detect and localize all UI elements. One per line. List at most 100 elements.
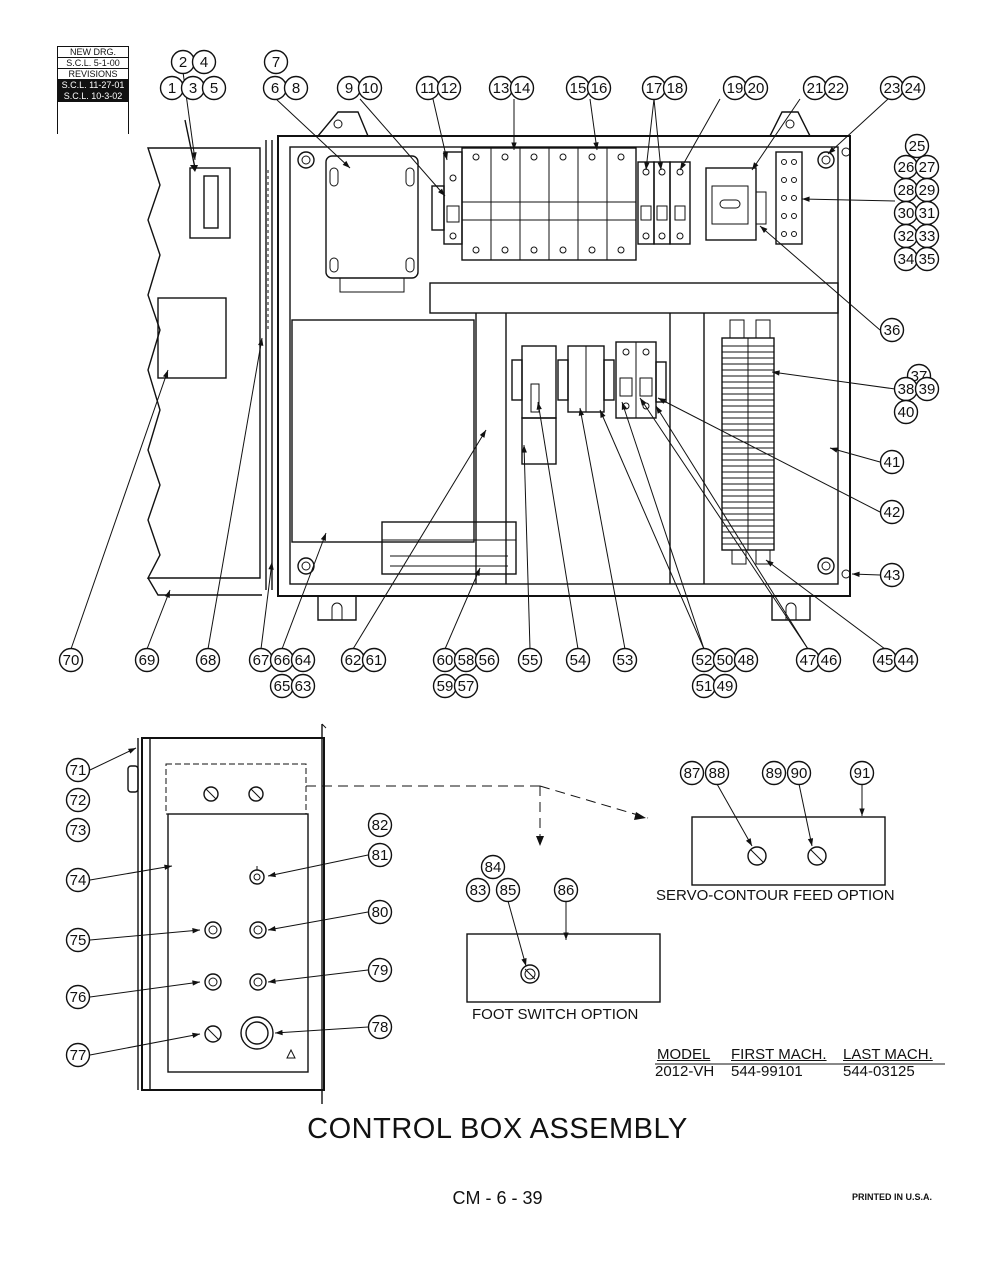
svg-text:66: 66 bbox=[274, 652, 291, 669]
leader-line bbox=[89, 981, 201, 998]
svg-text:61: 61 bbox=[366, 652, 383, 669]
leader-arrowhead bbox=[268, 926, 276, 932]
svg-text:74: 74 bbox=[70, 872, 87, 889]
callout-balloon-40: 40 bbox=[893, 399, 919, 425]
callout-balloon-32: 32 bbox=[893, 223, 919, 249]
first-mach-value: 544-99101 bbox=[731, 1063, 803, 1080]
first-mach-header: FIRST MACH. bbox=[731, 1046, 827, 1063]
svg-text:58: 58 bbox=[458, 652, 475, 669]
callout-balloon-15: 15 bbox=[565, 75, 591, 101]
callout-balloon-65: 65 bbox=[269, 673, 295, 699]
leader-line bbox=[267, 854, 369, 877]
leader-arrowhead bbox=[807, 838, 814, 846]
svg-text:28: 28 bbox=[898, 182, 915, 199]
leader-line bbox=[89, 929, 201, 941]
svg-text:7: 7 bbox=[272, 54, 280, 71]
leader-line bbox=[523, 444, 531, 650]
callout-balloon-48: 48 bbox=[733, 647, 759, 673]
callout-balloon-91: 91 bbox=[849, 760, 875, 786]
enclosure bbox=[265, 111, 851, 621]
leader-line bbox=[827, 98, 889, 155]
callout-balloon-35: 35 bbox=[914, 246, 940, 272]
svg-text:84: 84 bbox=[485, 859, 502, 876]
callout-balloon-57: 57 bbox=[453, 673, 479, 699]
svg-text:11: 11 bbox=[420, 80, 436, 97]
svg-text:42: 42 bbox=[884, 504, 901, 521]
last-mach-value: 544-03125 bbox=[843, 1063, 915, 1080]
callout-balloon-76: 76 bbox=[65, 984, 91, 1010]
svg-text:82: 82 bbox=[372, 817, 389, 834]
callout-balloon-79: 79 bbox=[367, 957, 393, 983]
leader-line bbox=[507, 900, 527, 967]
svg-text:38: 38 bbox=[898, 381, 915, 398]
callout-balloon-23: 23 bbox=[879, 75, 905, 101]
callout-balloon-14: 14 bbox=[509, 75, 535, 101]
leader-arrowhead bbox=[275, 1029, 283, 1036]
svg-text:25: 25 bbox=[909, 138, 926, 155]
leader-line bbox=[359, 98, 446, 197]
svg-text:87: 87 bbox=[684, 765, 701, 782]
leader-line bbox=[765, 559, 886, 650]
leader-line bbox=[352, 429, 487, 650]
svg-text:77: 77 bbox=[70, 1047, 87, 1064]
svg-text:35: 35 bbox=[919, 251, 936, 268]
svg-text:15: 15 bbox=[570, 80, 587, 97]
revision-blank bbox=[57, 101, 129, 134]
page-title: CONTROL BOX ASSEMBLY bbox=[307, 1113, 688, 1145]
leader-arrowhead bbox=[621, 402, 627, 410]
callout-balloon-88: 88 bbox=[704, 760, 730, 786]
callout-balloon-77: 77 bbox=[65, 1042, 91, 1068]
panel-components bbox=[291, 319, 775, 575]
svg-text:39: 39 bbox=[919, 381, 936, 398]
callout-balloon-10: 10 bbox=[357, 75, 383, 101]
callout-balloon-60: 60 bbox=[432, 647, 458, 673]
leader-lines bbox=[70, 71, 896, 1056]
leader-arrowhead bbox=[320, 533, 326, 541]
leader-line bbox=[639, 397, 809, 650]
leader-arrowhead bbox=[640, 398, 647, 406]
leader-arrowhead bbox=[521, 958, 527, 966]
svg-text:47: 47 bbox=[800, 652, 817, 669]
callout-balloon-39: 39 bbox=[914, 376, 940, 402]
svg-text:75: 75 bbox=[70, 932, 87, 949]
svg-text:43: 43 bbox=[884, 567, 901, 584]
svg-text:46: 46 bbox=[821, 652, 838, 669]
transformer bbox=[325, 155, 419, 293]
callout-balloon-22: 22 bbox=[823, 75, 849, 101]
revisions-label: REVISIONS bbox=[57, 68, 129, 79]
svg-text:4: 4 bbox=[200, 54, 208, 71]
revision-entry-2: S.C.L. 10-3-02 bbox=[57, 90, 129, 101]
callout-balloon-73: 73 bbox=[65, 817, 91, 843]
svg-text:90: 90 bbox=[791, 765, 808, 782]
callout-balloon-13: 13 bbox=[488, 75, 514, 101]
foot-switch-option-label: FOOT SWITCH OPTION bbox=[472, 1006, 639, 1023]
leader-arrowhead bbox=[657, 162, 663, 170]
callout-balloon-38: 38 bbox=[893, 376, 919, 402]
callout-balloon-54: 54 bbox=[565, 647, 591, 673]
callout-balloon-24: 24 bbox=[900, 75, 926, 101]
svg-text:71: 71 bbox=[70, 762, 87, 779]
callout-balloon-17: 17 bbox=[641, 75, 667, 101]
svg-text:69: 69 bbox=[139, 652, 156, 669]
svg-text:5: 5 bbox=[210, 80, 218, 97]
callout-balloon-28: 28 bbox=[893, 177, 919, 203]
svg-text:81: 81 bbox=[372, 847, 389, 864]
leader-arrowhead bbox=[268, 978, 276, 984]
callout-balloon-66: 66 bbox=[269, 647, 295, 673]
callout-balloon-90: 90 bbox=[786, 760, 812, 786]
callout-balloon-72: 72 bbox=[65, 787, 91, 813]
leader-line bbox=[89, 1033, 201, 1056]
callout-balloon-3: 3 bbox=[180, 75, 206, 101]
svg-text:40: 40 bbox=[898, 404, 915, 421]
svg-text:8: 8 bbox=[292, 80, 300, 97]
leader-line bbox=[207, 337, 263, 650]
callout-balloon-20: 20 bbox=[743, 75, 769, 101]
leader-arrowhead bbox=[859, 808, 865, 816]
svg-text:48: 48 bbox=[738, 652, 755, 669]
leader-arrowhead bbox=[578, 408, 585, 416]
callout-balloon-81: 81 bbox=[367, 842, 393, 868]
svg-text:17: 17 bbox=[646, 80, 663, 97]
callout-balloon-74: 74 bbox=[65, 867, 91, 893]
leader-arrowhead bbox=[830, 447, 838, 453]
